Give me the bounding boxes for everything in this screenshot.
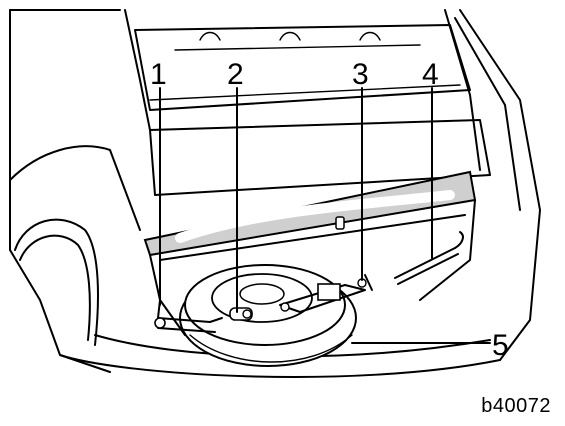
parcel-shelf bbox=[134, 24, 491, 196]
leader-lines bbox=[159, 87, 491, 344]
jack-extension-tool bbox=[394, 231, 464, 285]
jack-tool bbox=[279, 274, 373, 313]
callout-5: 5 bbox=[492, 329, 509, 362]
towing-eye-tool bbox=[229, 307, 253, 321]
callout-1: 1 bbox=[150, 58, 167, 91]
cover-handle bbox=[335, 216, 345, 230]
floor-cover bbox=[143, 170, 477, 257]
spare-tire bbox=[179, 264, 357, 367]
callout-3: 3 bbox=[352, 58, 369, 91]
figure-code: b40072 bbox=[481, 395, 551, 417]
callout-4: 4 bbox=[422, 58, 439, 91]
callout-2: 2 bbox=[227, 58, 244, 91]
jack-handle-tool bbox=[154, 299, 223, 333]
callout-labels: 1 2 3 4 5 bbox=[150, 58, 509, 362]
